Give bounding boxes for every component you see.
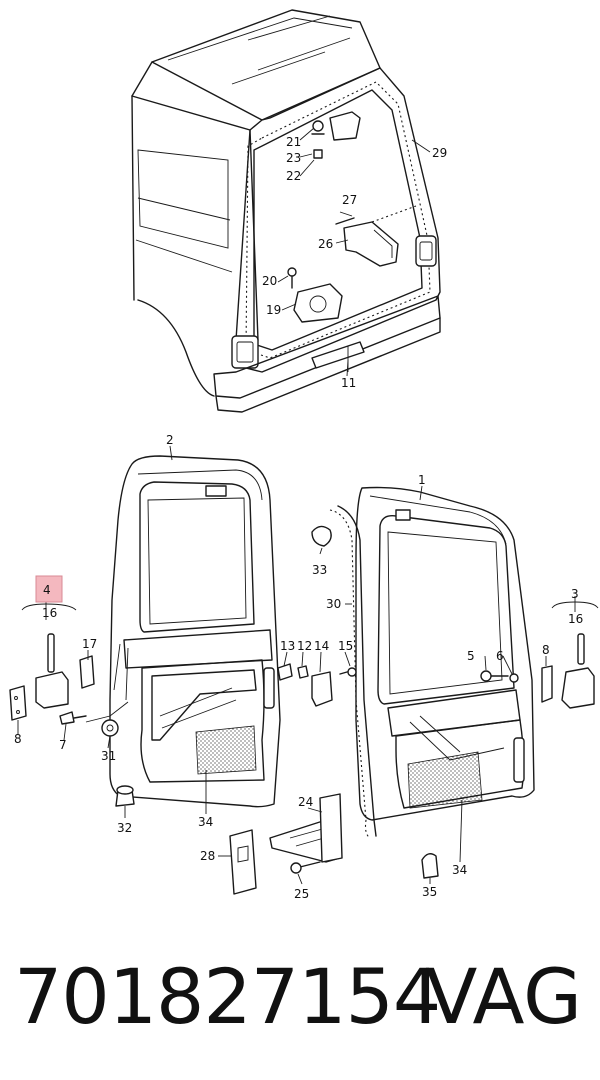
callout-21: 21 bbox=[286, 135, 301, 149]
callout-16-left: 16 bbox=[42, 606, 57, 620]
left-rear-door bbox=[109, 455, 281, 808]
callout-22: 22 bbox=[286, 169, 301, 183]
callout-32: 32 bbox=[117, 821, 132, 835]
door-seal-strip bbox=[329, 509, 371, 839]
door-seal-edge bbox=[337, 505, 377, 837]
callout-30: 30 bbox=[326, 597, 341, 611]
leader-lines bbox=[17, 127, 599, 885]
van-rear-body bbox=[131, 9, 441, 413]
small-parts bbox=[9, 525, 595, 895]
callout-35: 35 bbox=[422, 885, 437, 899]
callout-13: 13 bbox=[280, 639, 295, 653]
callout-26: 26 bbox=[318, 237, 333, 251]
callout-3: 3 bbox=[571, 587, 579, 601]
callout-17: 17 bbox=[82, 637, 97, 651]
callout-7: 7 bbox=[59, 738, 67, 752]
callout-12: 12 bbox=[297, 639, 312, 653]
callout-27: 27 bbox=[342, 193, 357, 207]
callout-19: 19 bbox=[266, 303, 281, 317]
right-rear-door bbox=[355, 486, 535, 821]
part-number: 701827154 bbox=[14, 952, 441, 1041]
callout-6: 6 bbox=[496, 649, 504, 663]
brand-name: VAG bbox=[425, 952, 582, 1041]
callout-33: 33 bbox=[312, 563, 327, 577]
callout-31: 31 bbox=[101, 749, 116, 763]
callout-11: 11 bbox=[341, 376, 356, 390]
callout-5: 5 bbox=[467, 649, 475, 663]
highlight-box-callout-4 bbox=[35, 575, 63, 603]
callout-29: 29 bbox=[432, 146, 447, 160]
callout-4: 4 bbox=[43, 583, 51, 597]
footer-caption: 701827154 VAG bbox=[0, 942, 600, 1052]
callout-20: 20 bbox=[262, 274, 277, 288]
callout-labels: 29 21 23 22 27 26 20 19 11 2 1 33 3 4 30… bbox=[14, 135, 583, 901]
callout-28: 28 bbox=[200, 849, 215, 863]
callout-25: 25 bbox=[294, 887, 309, 901]
callout-24: 24 bbox=[298, 795, 313, 809]
callout-16-right: 16 bbox=[568, 612, 583, 626]
callout-23: 23 bbox=[286, 151, 301, 165]
callout-8-left: 8 bbox=[14, 732, 22, 746]
parts-diagram: 29 21 23 22 27 26 20 19 11 2 1 33 3 4 30… bbox=[9, 9, 599, 901]
callout-14: 14 bbox=[314, 639, 329, 653]
callout-34-right: 34 bbox=[452, 863, 467, 877]
callout-15: 15 bbox=[338, 639, 353, 653]
callout-34-left: 34 bbox=[198, 815, 213, 829]
callout-1: 1 bbox=[418, 473, 426, 487]
callout-2: 2 bbox=[166, 433, 174, 447]
callout-8-right: 8 bbox=[542, 643, 550, 657]
